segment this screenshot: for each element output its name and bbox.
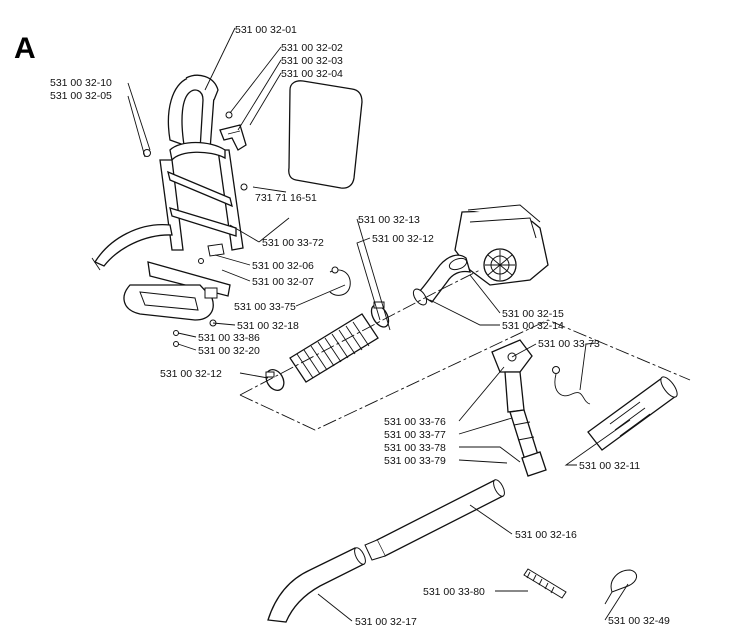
label-531-00-32-11: 531 00 32-11 <box>579 460 640 472</box>
label-531-00-32-49: 531 00 32-49 <box>608 615 670 627</box>
section-letter: A <box>14 32 36 65</box>
throttle-handle <box>491 339 547 477</box>
label-531-00-32-20: 531 00 32-20 <box>198 345 260 357</box>
label-531-00-32-05: 531 00 32-05 <box>50 90 112 102</box>
label-531-00-33-80: 531 00 33-80 <box>423 586 485 598</box>
label-531-00-33-86: 531 00 33-86 <box>198 332 260 344</box>
pad-clip <box>219 124 247 151</box>
label-531-00-32-12-top: 531 00 32-12 <box>372 233 434 245</box>
tube-straight <box>587 376 678 451</box>
label-531-00-33-73: 531 00 33-73 <box>538 338 600 350</box>
label-531-00-32-10: 531 00 32-10 <box>50 77 112 89</box>
label-531-00-32-04: 531 00 32-04 <box>281 68 343 80</box>
label-531-00-32-17: 531 00 32-17 <box>355 616 417 628</box>
hose-ring <box>329 266 351 296</box>
label-531-00-32-16: 531 00 32-16 <box>515 529 577 541</box>
back-pad <box>288 80 363 189</box>
label-531-00-32-14: 531 00 32-14 <box>502 320 564 332</box>
label-531-00-32-06: 531 00 32-06 <box>252 260 314 272</box>
cable-tie <box>552 366 591 405</box>
assembly-centerline <box>239 269 691 431</box>
label-531-00-33-76: 531 00 33-76 <box>384 416 446 428</box>
backpack-frame <box>91 74 248 347</box>
label-531-00-33-72: 531 00 33-72 <box>262 237 324 249</box>
label-531-00-33-75: 531 00 33-75 <box>234 301 296 313</box>
blower-housing <box>454 204 549 286</box>
label-531-00-32-03: 531 00 32-03 <box>281 55 343 67</box>
flexible-hose <box>289 313 379 383</box>
label-531-00-32-07: 531 00 32-07 <box>252 276 314 288</box>
label-531-00-33-79: 531 00 33-79 <box>384 455 446 467</box>
hose-clamp-lower <box>265 369 285 391</box>
label-531-00-32-15: 531 00 32-15 <box>502 308 564 320</box>
label-531-00-32-12-bottom: 531 00 32-12 <box>160 368 222 380</box>
label-531-00-32-01: 531 00 32-01 <box>235 24 297 36</box>
spring-part <box>523 568 567 599</box>
label-531-00-32-02: 531 00 32-02 <box>281 42 343 54</box>
label-531-00-33-77: 531 00 33-77 <box>384 429 446 441</box>
leader-lines <box>127 27 631 622</box>
label-531-00-32-13: 531 00 32-13 <box>358 214 420 226</box>
label-531-00-33-78: 531 00 33-78 <box>384 442 446 454</box>
elbow-pipe <box>412 254 471 306</box>
lanyard <box>604 569 637 605</box>
tube-middle <box>364 479 505 561</box>
label-531-00-32-18: 531 00 32-18 <box>237 320 299 332</box>
nozzle-curved <box>267 547 366 623</box>
label-731-71-16-51: 731 71 16-51 <box>255 192 317 204</box>
